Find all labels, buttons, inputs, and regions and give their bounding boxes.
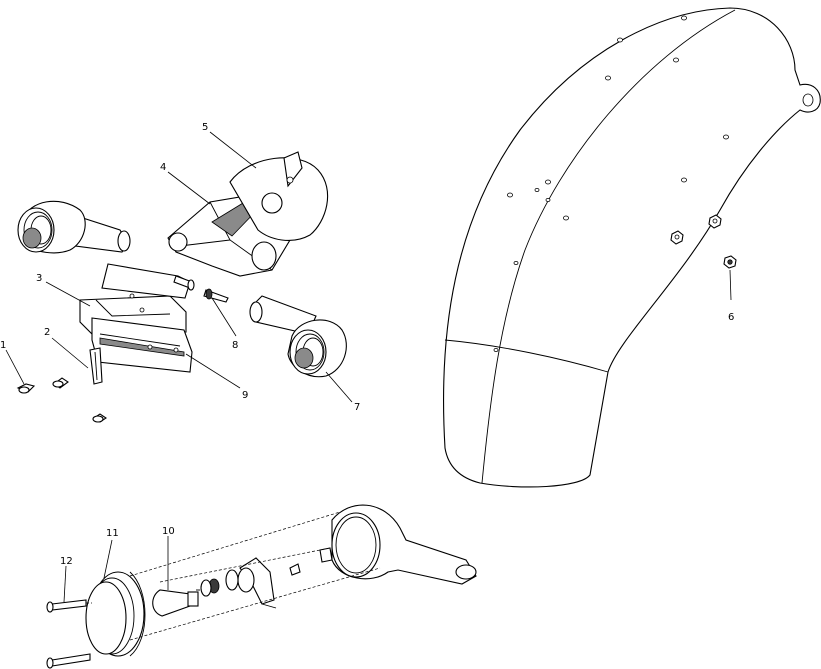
bulb-10 — [152, 589, 199, 617]
callout-2: 2 — [44, 327, 50, 338]
turn-signal-left — [17, 200, 131, 254]
turn-signal-housing-exploded — [331, 504, 477, 585]
callout-10: 10 — [162, 526, 175, 537]
fender-nut-6 — [670, 214, 737, 301]
callout-5: 5 — [202, 122, 208, 133]
leader-lines — [5, 131, 353, 603]
callout-3: 3 — [36, 273, 42, 284]
fender-mounting-holes — [493, 15, 729, 352]
callout-labels: 1 2 3 4 5 6 7 8 9 10 11 12 — [0, 122, 734, 567]
callout-4: 4 — [160, 162, 166, 173]
clip-2 — [89, 347, 103, 385]
screw-1 — [16, 383, 36, 394]
screw-2 — [52, 377, 69, 389]
callout-6: 6 — [728, 312, 734, 323]
callout-1: 1 — [0, 340, 6, 351]
license-plate-bracket-9 — [91, 317, 193, 373]
lens-screw-12 — [46, 599, 91, 669]
assembly-lines — [86, 511, 381, 641]
lens-11 — [85, 571, 146, 657]
tail-lamp-lens-5 — [229, 151, 329, 241]
callout-8: 8 — [232, 340, 238, 351]
screw-3 — [92, 413, 107, 423]
callout-11: 11 — [106, 528, 119, 539]
callout-12: 12 — [60, 556, 73, 567]
callout-7: 7 — [354, 402, 360, 413]
bracket-bolt-8 — [173, 275, 229, 303]
turn-signal-right-7 — [249, 295, 347, 378]
callout-9: 9 — [242, 390, 248, 401]
socket-assembly — [196, 547, 333, 609]
rear-fender — [443, 7, 821, 488]
